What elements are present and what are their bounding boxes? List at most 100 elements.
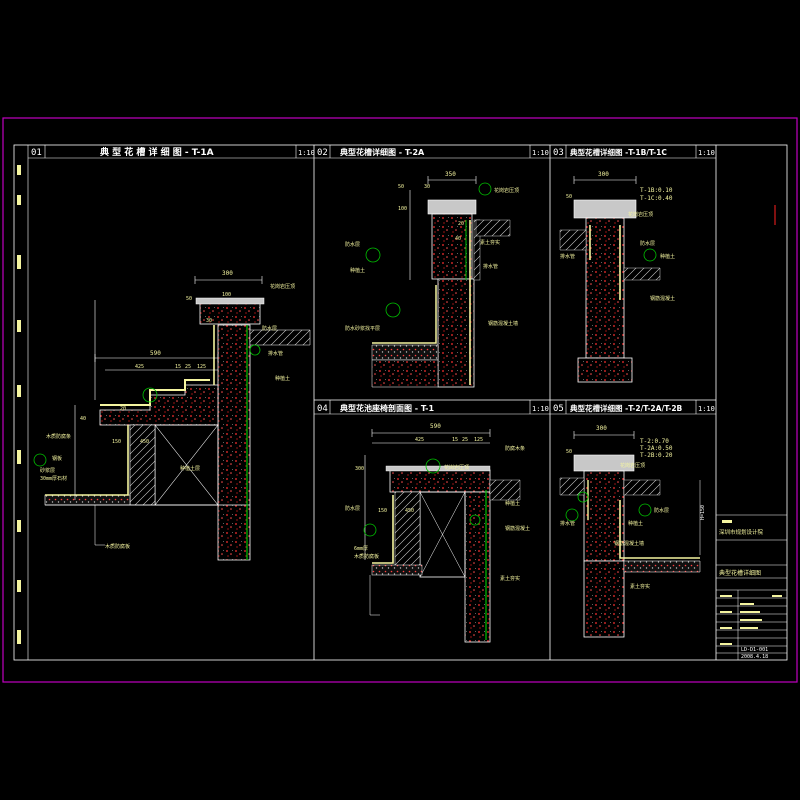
p2-dim-350: 350 [445, 171, 456, 178]
p1-dim-150: 150 [112, 439, 121, 445]
panel-4-drawing: 590 425 15 25 125 300 150 450 花岗岩压顶 防腐木条… [345, 423, 530, 643]
p1-dim-300: 300 [222, 270, 233, 277]
panel-5-scale: 1:10 [698, 405, 715, 413]
p4-dim-425: 425 [415, 437, 424, 443]
p3-dim-300: 300 [598, 171, 609, 178]
p5-note-earth: 素土夯实 [630, 583, 650, 590]
panel-header-lines [28, 145, 716, 415]
p1-note-drain: 排水管 [268, 350, 283, 357]
p2-dim-40: 40 [455, 236, 461, 242]
panel-1-title: 典 型 花 槽 详 细 图 - T-1A [100, 146, 214, 158]
title-block-drawing-no: LD-D1-001 [741, 647, 768, 653]
p3-dim-t1b: T-1B:0.10 [640, 187, 673, 194]
panel-4-header: 04 典型花池座椅剖面图 - T-1 1:10 [317, 403, 549, 414]
p2-dim-20: 20 [458, 221, 464, 227]
p2-note-waterproof: 防水层 [345, 241, 360, 248]
p1-note-mortar: 砂浆层 [40, 467, 55, 474]
p3-note-soil: 种植土 [660, 253, 675, 260]
p2-dim-50: 50 [398, 184, 404, 190]
p5-dim-t2a: T-2A:0.50 [640, 445, 673, 452]
p4-note-wood-board: 木质防腐板 [354, 553, 379, 560]
p1-dim-20: 20 [120, 406, 126, 412]
p4-dim-590: 590 [430, 423, 441, 430]
p2-note-cap: 花岗岩压顶 [494, 187, 519, 194]
p5-note-cap: 花岗岩压顶 [620, 462, 645, 469]
p4-dim-450: 450 [405, 508, 414, 514]
p1-dim-50: 50 [186, 296, 192, 302]
panel-4-number: 04 [317, 404, 328, 414]
p4-note-concrete: 钢筋混凝土 [505, 525, 530, 532]
panel-1-scale: 1:10 [298, 149, 315, 157]
p1-dim-15: 15 [175, 364, 181, 370]
panel-1-number: 01 [31, 148, 42, 158]
panel-3-header: 03 典型花槽详细图 -T-1B/T-1C 1:10 [553, 147, 715, 158]
p4-dim-15: 15 [452, 437, 458, 443]
p2-note-earth: 素土夯实 [480, 239, 500, 246]
title-block-company: 深圳市规划设计院 [719, 528, 764, 536]
p1-note-wood-board: 木质防腐板 [105, 543, 130, 550]
p5-note-soil: 种植土 [628, 520, 643, 527]
p4-dim-25: 25 [462, 437, 468, 443]
p1-note-soil: 种植土 [275, 375, 290, 382]
panel-3-number: 03 [553, 148, 564, 158]
p4-note-earth: 素土夯实 [500, 575, 520, 582]
p3-note-waterproof: 防水层 [640, 240, 655, 247]
panel-2-scale: 1:10 [532, 149, 549, 157]
p2-note-wall: 钢筋混凝土墙 [488, 320, 518, 327]
panel-4-title: 典型花池座椅剖面图 - T-1 [340, 403, 434, 413]
panel-1-drawing: 300 100 590 425 15 25 125 150 450 50 30 … [33, 270, 311, 561]
p2-dim-100: 100 [398, 206, 407, 212]
p3-note-concrete: 钢筋混凝土 [650, 295, 675, 302]
p1-dim-25: 25 [185, 364, 191, 370]
p4-note-cap: 花岗岩压顶 [444, 464, 469, 471]
p5-dim-50: 50 [566, 449, 572, 455]
p4-dim-150: 150 [378, 508, 387, 514]
p2-note-mortar: 防水砂浆找平层 [345, 325, 380, 332]
p5-dim-t2: T-2:0.70 [640, 438, 669, 445]
p1-note-steel: 钢板 [52, 455, 62, 462]
p3-note-drain: 排水管 [560, 253, 575, 260]
p5-dim-300: 300 [596, 425, 607, 432]
panel-1-header: 01 典 型 花 槽 详 细 图 - T-1A 1:10 [31, 146, 315, 158]
panel-5-title: 典型花槽详细图 -T-2/T-2A/T-2B [570, 403, 683, 413]
panel-5-drawing: 300 50 T-2:0.70 T-2A:0.50 T-2B:0.20 H=15… [559, 425, 706, 638]
p4-note-6mm: 6mm厚 [354, 546, 368, 552]
p1-dim-450: 450 [140, 439, 149, 445]
panel-4-scale: 1:10 [532, 405, 549, 413]
p1-dim-100: 100 [222, 292, 231, 298]
sheet-border [2, 117, 798, 683]
p4-dim-125: 125 [474, 437, 483, 443]
p5-dim-t2b: T-2B:0.20 [640, 452, 673, 459]
p5-note-wall: 钢筋混凝土墙 [614, 540, 644, 547]
panel-3-scale: 1:10 [698, 149, 715, 157]
panel-3-title: 典型花槽详细图 -T-1B/T-1C [570, 147, 667, 157]
p4-note-waterproof: 防水层 [345, 505, 360, 512]
title-block: 深圳市规划设计院 典型花槽详细图 LD-D1-001 2008.4.18 [716, 205, 787, 660]
left-strip-marks [17, 165, 21, 644]
p1-dim-125: 125 [197, 364, 206, 370]
panel-2-header: 02 典型花槽详细图 - T-2A 1:10 [317, 147, 549, 158]
p1-note-stone: 30mm厚石材 [40, 475, 67, 482]
p2-note-drain: 排水管 [483, 263, 498, 270]
p1-note-cap: 花岗岩压顶 [270, 283, 295, 290]
p3-dim-t1c: T-1C:0.40 [640, 195, 673, 202]
title-block-date: 2008.4.18 [741, 654, 768, 660]
panel-2-drawing: 350 50 100 20 40 30 花岗岩压顶 防水层 种植土 排水管 钢筋… [345, 171, 519, 388]
panel-5-header: 05 典型花槽详细图 -T-2/T-2A/T-2B 1:10 [553, 403, 715, 414]
panel-5-number: 05 [553, 404, 564, 414]
p1-dim-40: 40 [80, 416, 86, 422]
inner-frame [13, 144, 788, 661]
p5-note-waterproof: 防水层 [654, 507, 669, 514]
p5-dim-h: H=150 [700, 505, 706, 520]
p1-dim-590: 590 [150, 350, 161, 357]
p2-note-soil: 种植土 [350, 267, 365, 274]
p1-note-wood: 木质防腐条 [46, 433, 71, 440]
p1-dim-30: 30 [206, 318, 212, 324]
panel-2-title: 典型花槽详细图 - T-2A [340, 147, 425, 157]
p4-note-soil: 种植土 [505, 500, 520, 507]
panel-2-number: 02 [317, 148, 328, 158]
title-block-drawing-title: 典型花槽详细图 [719, 569, 761, 577]
p5-note-drain: 排水管 [560, 520, 575, 527]
p1-note-waterproof: 防水层 [262, 325, 277, 332]
